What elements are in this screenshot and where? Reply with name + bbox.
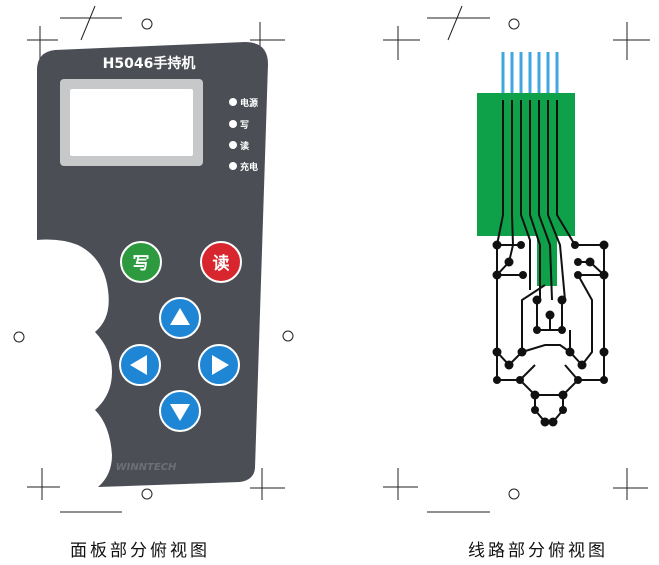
- flex-cable-fingers: [501, 52, 559, 100]
- down-arrow-icon: [170, 404, 190, 421]
- pcb-substrate: [477, 93, 575, 236]
- right-button[interactable]: [198, 344, 240, 386]
- read-button[interactable]: [200, 241, 242, 283]
- indicator-label-read: 读: [240, 140, 249, 152]
- left-crop-marks: [13, 5, 294, 513]
- indicator-label-write: 写: [240, 120, 249, 131]
- right-crop-marks: [383, 5, 650, 513]
- charge-led-icon: [229, 162, 237, 170]
- right-caption: 线路部分俯视图: [468, 541, 608, 561]
- indicator-label-charge: 充电: [240, 161, 258, 173]
- write-led-icon: [229, 120, 237, 128]
- read-button-label: 读: [213, 253, 230, 274]
- write-button-label: 写: [133, 254, 150, 274]
- right-arrow-icon: [212, 355, 229, 375]
- down-button[interactable]: [159, 390, 201, 432]
- lcd-screen: [70, 89, 193, 156]
- power-led-icon: [229, 98, 237, 106]
- brand-logo: WINNTECH: [116, 462, 177, 473]
- indicator-label-power: 电源: [240, 97, 258, 109]
- up-button[interactable]: [159, 297, 201, 339]
- status-leds: [229, 98, 237, 170]
- read-led-icon: [229, 141, 237, 149]
- up-arrow-icon: [170, 308, 190, 325]
- model-title: H5046手持机: [103, 55, 196, 72]
- left-button[interactable]: [119, 344, 161, 386]
- left-arrow-icon: [130, 355, 147, 375]
- left-caption: 面板部分俯视图: [70, 541, 210, 561]
- contact-pads: [492, 240, 609, 427]
- write-button[interactable]: [120, 241, 162, 283]
